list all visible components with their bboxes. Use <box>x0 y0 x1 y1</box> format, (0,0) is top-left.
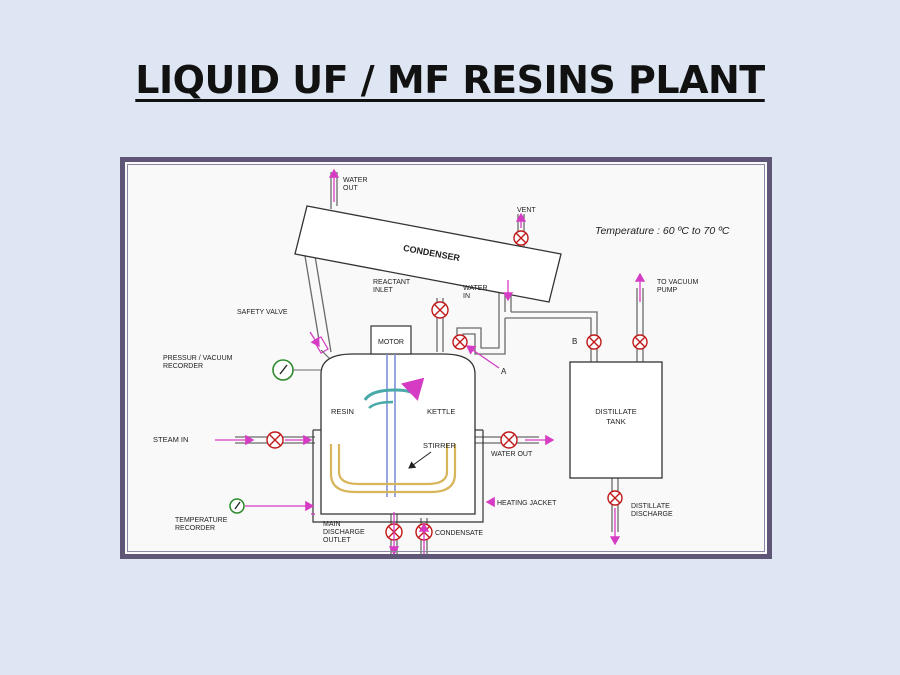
water-out-top-label-2: OUT <box>343 185 359 192</box>
pressure-recorder-label-1: PRESSUR / VACUUM <box>163 355 233 362</box>
water-out-valve <box>500 431 518 449</box>
condenser: CONDENSER <box>294 205 562 303</box>
water-out-right-label: WATER OUT <box>491 451 533 458</box>
pressure-recorder-label-2: RECORDER <box>163 363 203 370</box>
distillate-tank: DISTILLATE TANK <box>569 361 663 479</box>
valve-a <box>452 334 468 350</box>
temperature-gauge <box>229 498 245 514</box>
main-discharge-label-2: DISCHARGE <box>323 529 365 536</box>
condensate-label: CONDENSATE <box>435 530 483 537</box>
kettle: MOTOR RESIN KETTLE STIRRER <box>312 325 484 523</box>
reactant-inlet-label-2: INLET <box>373 287 394 294</box>
water-in-label-1: WATER <box>463 285 488 292</box>
vacuum-valve <box>632 334 648 350</box>
valve-b <box>586 334 602 350</box>
point-a-label: A <box>501 367 507 376</box>
heating-jacket-label: HEATING JACKET <box>497 500 557 507</box>
slide-title: LIQUID UF / MF RESINS PLANT <box>0 58 900 102</box>
point-b-label: B <box>572 337 577 346</box>
distillate-tank-label-1: DISTILLATE <box>595 407 637 416</box>
water-in-label-2: IN <box>463 293 470 300</box>
steam-in-label: STEAM IN <box>153 435 188 444</box>
temperature-note: Temperature : 60 ºC to 70 ºC <box>595 225 730 237</box>
main-discharge-label-3: OUTLET <box>323 537 351 544</box>
safety-valve-label: SAFETY VALVE <box>237 309 288 316</box>
stirrer-label: STIRRER <box>423 441 457 450</box>
diagram-frame: CONDENSER MOTOR RESIN KETTLE STIRRER DIS… <box>120 157 772 559</box>
vent-valve <box>513 230 529 246</box>
process-diagram: CONDENSER MOTOR RESIN KETTLE STIRRER DIS… <box>153 168 730 556</box>
kettle-label: KETTLE <box>427 407 455 416</box>
reactant-valve <box>431 301 449 319</box>
steam-valve <box>266 431 284 449</box>
temperature-recorder-label-1: TEMPERATURE <box>175 517 228 524</box>
pressure-gauge <box>272 359 321 381</box>
distillate-discharge-label-2: DISCHARGE <box>631 511 673 518</box>
distillate-discharge-label-1: DISTILLATE <box>631 503 670 510</box>
motor-box <box>370 325 412 355</box>
motor-label: MOTOR <box>378 339 404 346</box>
safety-valve <box>313 336 330 359</box>
temperature-recorder-label-2: RECORDER <box>175 525 215 532</box>
main-discharge-label-1: MAIN <box>323 521 341 528</box>
water-out-top-label-1: WATER <box>343 177 368 184</box>
vent-label: VENT <box>517 207 536 214</box>
vacuum-pump-label-2: PUMP <box>657 287 678 294</box>
flow-arrows <box>215 168 646 556</box>
reactant-inlet-label-1: REACTANT <box>373 279 411 286</box>
valves <box>266 230 648 541</box>
diagram-labels: WATER OUT VENT REACTANT INLET WATER IN T… <box>153 177 730 544</box>
resin-label: RESIN <box>331 407 354 416</box>
vacuum-pump-label-1: TO VACUUM <box>657 279 699 286</box>
slide-title-text: LIQUID UF / MF RESINS PLANT <box>135 58 765 102</box>
distillate-tank-label-2: TANK <box>606 417 625 426</box>
distillate-discharge-valve <box>607 490 623 506</box>
